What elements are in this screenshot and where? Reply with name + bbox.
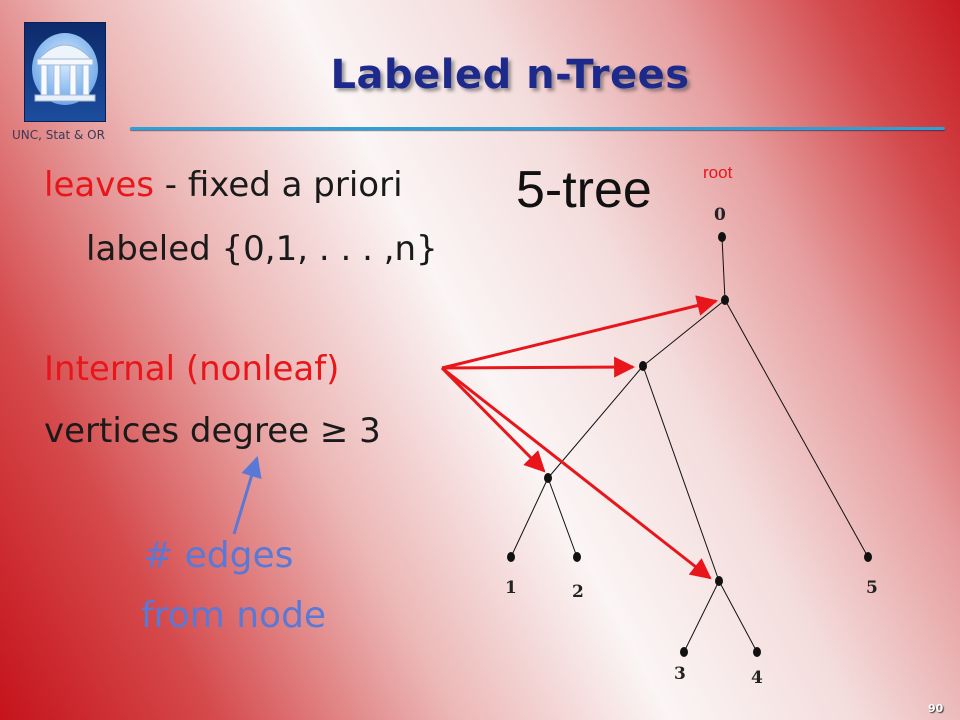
vertices-degree-line: vertices degree ≥ 3 bbox=[44, 411, 381, 451]
root-label: root bbox=[703, 163, 733, 182]
node-leaf-4 bbox=[753, 647, 761, 657]
node-leaf-0 bbox=[718, 232, 726, 242]
node-leaf-3 bbox=[680, 647, 688, 657]
tree-edges bbox=[510, 236, 869, 653]
tree-heading: 5-tree bbox=[516, 161, 652, 219]
old-well-icon bbox=[32, 33, 98, 105]
edge-root-a bbox=[721, 236, 726, 301]
node-leaf-1 bbox=[507, 552, 515, 562]
leaf-label-5: 5 bbox=[866, 578, 878, 598]
leaves-description: - fixed a priori bbox=[153, 165, 403, 205]
node-internal-c bbox=[544, 473, 552, 483]
edge-a-leaf5 bbox=[724, 299, 869, 558]
edge-c-leaf2 bbox=[547, 477, 578, 558]
leaves-line: leaves - fixed a priori bbox=[44, 168, 403, 202]
from-node-annotation: from node bbox=[141, 595, 327, 636]
leaf-label-2: 2 bbox=[572, 582, 584, 602]
unc-logo bbox=[24, 22, 106, 122]
degree-annotation-arrow bbox=[232, 455, 262, 535]
node-leaf-2 bbox=[573, 552, 581, 562]
tree-nodes bbox=[507, 232, 872, 657]
leaf-label-1: 1 bbox=[505, 578, 517, 598]
edge-b-c bbox=[547, 365, 644, 479]
arrow-to-node-d bbox=[441, 366, 712, 580]
leaf-label-3: 3 bbox=[674, 664, 686, 684]
node-internal-d bbox=[715, 576, 723, 586]
leaf-label-4: 4 bbox=[751, 668, 763, 688]
edge-c-leaf1 bbox=[510, 477, 549, 558]
node-internal-b bbox=[639, 361, 647, 371]
edge-d-leaf4 bbox=[718, 580, 758, 653]
page-number: 90 bbox=[928, 702, 944, 715]
logo-caption: UNC, Stat & OR bbox=[12, 128, 105, 142]
node-leaf-5 bbox=[864, 552, 872, 562]
node-internal-a bbox=[721, 295, 729, 305]
leaf-label-0: 0 bbox=[714, 205, 726, 225]
edge-b-d bbox=[642, 365, 720, 582]
internal-node-arrows bbox=[440, 295, 719, 580]
labeled-line: labeled {0,1, . . . ,n} bbox=[86, 229, 438, 269]
arrow-to-node-a bbox=[441, 295, 719, 370]
arrow-to-node-b bbox=[441, 356, 636, 378]
edges-annotation: # edges bbox=[143, 535, 294, 576]
title-divider bbox=[130, 127, 945, 130]
arrow-to-node-c bbox=[440, 366, 546, 473]
edge-d-leaf3 bbox=[683, 580, 720, 653]
slide-title: Labeled n-Trees bbox=[330, 52, 690, 98]
leaves-keyword: leaves bbox=[44, 165, 154, 205]
internal-line: Internal (nonleaf) bbox=[44, 349, 340, 389]
